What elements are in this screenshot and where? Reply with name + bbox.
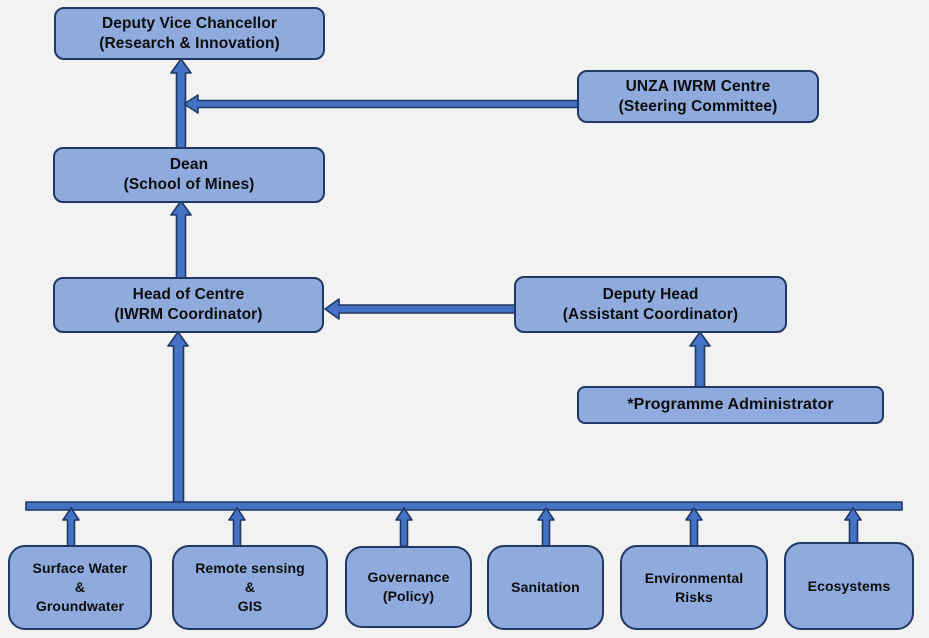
- arrow-head-of-centre-to-dean: [170, 200, 192, 279]
- node-label: Ecosystems: [807, 577, 891, 594]
- node-sublabel: (School of Mines): [123, 176, 255, 193]
- node-sublabel: (IWRM Coordinator): [114, 306, 263, 323]
- node-label: UNZA IWRM Centre: [625, 77, 771, 95]
- node-surface-water-groundwater: Surface Water & Groundwater: [8, 545, 152, 630]
- node-label: Sanitation: [511, 579, 580, 596]
- arrow-environmental-risks-to-bar: [685, 507, 703, 547]
- node-remote-sensing-gis: Remote sensing & GIS: [172, 545, 328, 630]
- arrow-sanitation-to-bar: [537, 507, 555, 547]
- arrow-surface-water-to-bar: [62, 507, 80, 547]
- node-programme-administrator: *Programme Administrator: [577, 386, 884, 424]
- arrow-dean-to-dvc: [170, 58, 192, 149]
- distribution-bar: [25, 501, 903, 511]
- node-label: Groundwater: [35, 597, 125, 614]
- node-label: &: [244, 579, 256, 596]
- node-head-of-centre: Head of Centre (IWRM Coordinator): [53, 277, 324, 333]
- node-label: Remote sensing: [195, 560, 305, 577]
- node-deputy-head: Deputy Head (Assistant Coordinator): [514, 276, 787, 333]
- node-label: &: [74, 579, 86, 596]
- node-label: Dean: [169, 156, 209, 174]
- node-deputy-vice-chancellor: Deputy Vice Chancellor (Research & Innov…: [54, 7, 325, 60]
- node-sublabel: (Assistant Coordinator): [562, 305, 739, 323]
- node-label: Surface Water: [32, 560, 128, 577]
- arrow-ecosystems-to-bar: [844, 507, 862, 544]
- node-environmental-risks: Environmental Risks: [620, 545, 768, 630]
- node-sublabel: (Steering Committee): [618, 97, 778, 115]
- node-sanitation: Sanitation: [487, 545, 604, 630]
- node-label: Risks: [675, 588, 713, 605]
- node-label: Deputy Vice Chancellor: [101, 14, 278, 32]
- node-unza-iwrm-centre: UNZA IWRM Centre (Steering Committee): [577, 70, 819, 123]
- node-sublabel: (Research & Innovation): [99, 34, 280, 52]
- node-ecosystems: Ecosystems: [784, 542, 914, 630]
- node-label: Environmental: [644, 569, 744, 586]
- arrow-programme-admin-to-deputy-head: [689, 331, 711, 388]
- node-label: GIS: [237, 597, 263, 614]
- node-label: Head of Centre: [132, 286, 245, 304]
- node-label: Governance: [367, 569, 450, 586]
- arrow-unza-to-reporting-line: [183, 94, 579, 114]
- arrow-bar-to-head-of-centre: [167, 331, 189, 507]
- node-sublabel: (Policy): [382, 588, 435, 604]
- arrow-remote-sensing-to-bar: [228, 507, 246, 547]
- node-label: Deputy Head: [602, 285, 699, 303]
- arrow-deputy-head-to-head-of-centre: [324, 298, 516, 320]
- node-dean: Dean (School of Mines): [53, 147, 325, 203]
- node-governance-policy: Governance (Policy): [345, 546, 472, 628]
- arrow-governance-to-bar: [395, 507, 413, 547]
- node-label: *Programme Administrator: [627, 395, 834, 413]
